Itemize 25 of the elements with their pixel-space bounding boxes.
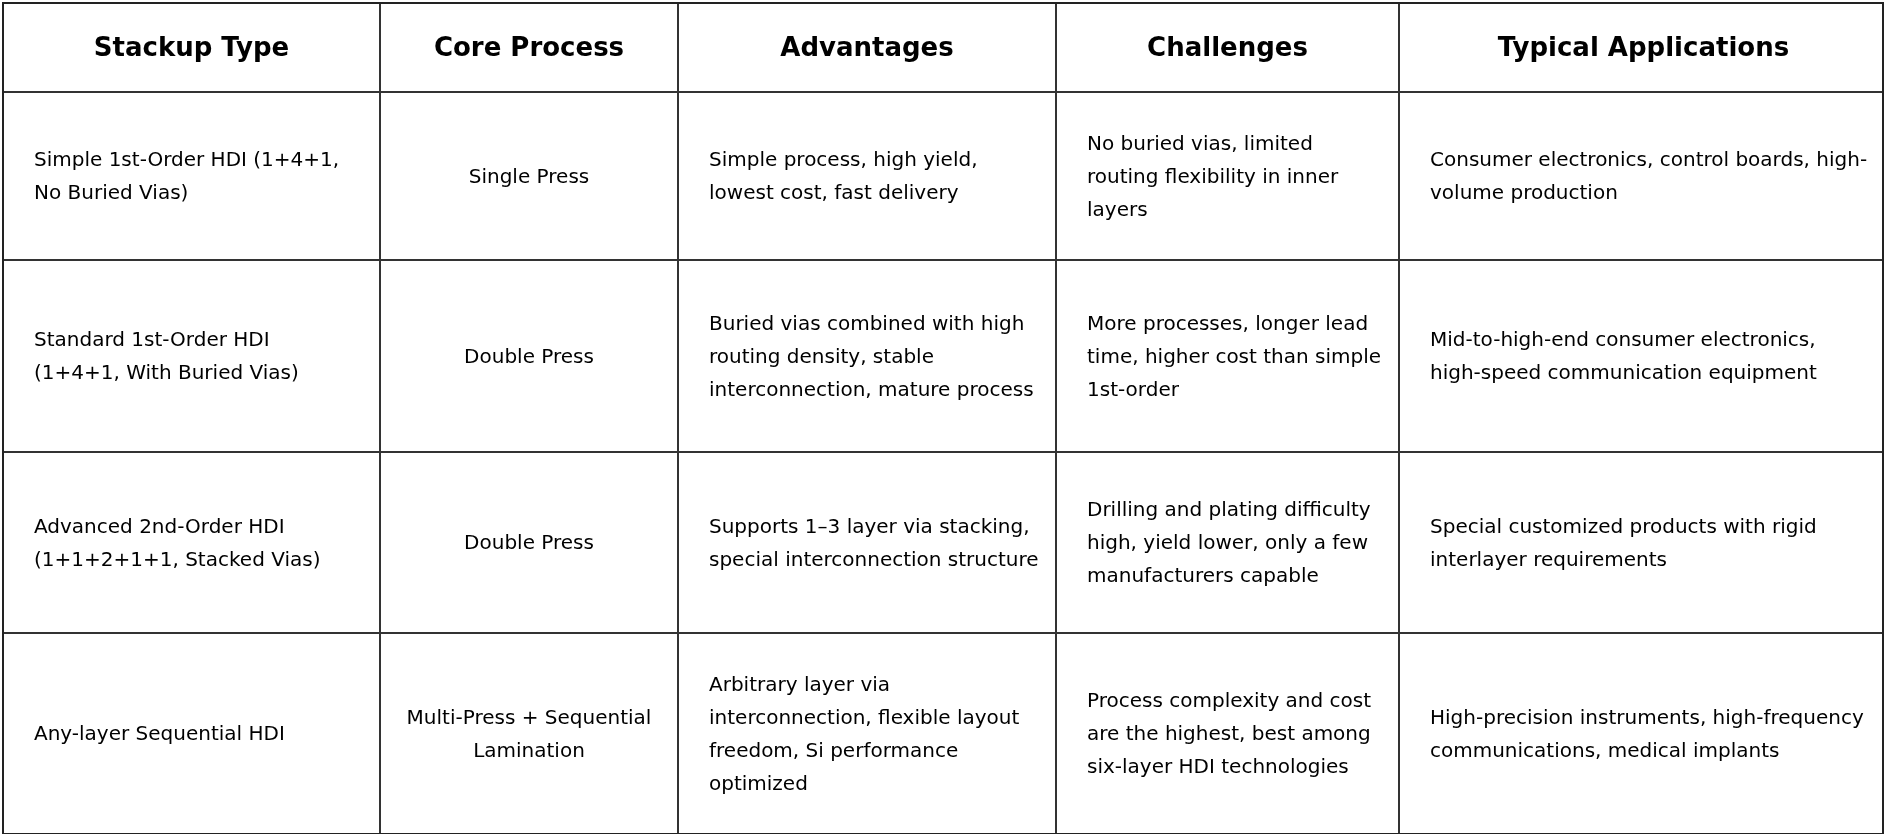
table-entry: Drilling and plating difficulty high, yield lower, only a few manufacturers capable bbox=[1087, 496, 1372, 589]
table-entry: Any-layer Sequential HDI bbox=[34, 720, 285, 747]
column-header: Stackup Type bbox=[93, 31, 290, 64]
column-header: Advantages bbox=[780, 31, 954, 64]
table-entry: Process complexity and cost are the highest, best among six-layer HDI technologies bbox=[1087, 687, 1373, 780]
table-entry: Special customized products with rigid interlayer requirements bbox=[1430, 512, 1818, 573]
table-entry: More processes, longer lead time, higher cost than simple 1st-order bbox=[1087, 309, 1383, 403]
table-entry: Supports 1–3 layer via stacking, special interconnection structure bbox=[709, 512, 1039, 573]
column-header: Core Process bbox=[433, 31, 625, 64]
table-entry: No buried vias, limited routing flexibility in inner layers bbox=[1087, 129, 1340, 223]
table-entry: Simple 1st-Order HDI (1+4+1, No Buried Vias) bbox=[34, 146, 341, 206]
table-entry: Advanced 2nd-Order HDI (1+1+2+1+1, Stacked Vias) bbox=[34, 512, 322, 573]
table-entry: Multi-Press + Sequential Lamination bbox=[405, 703, 653, 764]
table-entry: Double Press bbox=[464, 342, 594, 370]
table-entry: Mid-to-high-end consumer electronics, high-speed communication equipment bbox=[1430, 326, 1818, 386]
column-header: Challenges bbox=[1147, 31, 1308, 64]
table-entry: Standard 1st-Order HDI (1+4+1, With Buried Vias) bbox=[34, 326, 300, 386]
table-entry: Arbitrary layer via interconnection, flexible layout freedom, Si performance optimized bbox=[709, 670, 1021, 797]
table-entry: Buried vias combined with high routing density, stable interconnection, mature process bbox=[709, 309, 1035, 403]
table-entry: High-precision instruments, high-frequency communications, medical implants bbox=[1430, 703, 1865, 764]
column-header: Typical Applications bbox=[1497, 31, 1790, 64]
table-entry: Single Press bbox=[468, 162, 590, 190]
table-entry: Double Press bbox=[464, 529, 594, 556]
table-entry: Consumer electronics, control boards, high-volume production bbox=[1430, 146, 1869, 206]
table-entry: Simple process, high yield, lowest cost, fast delivery bbox=[709, 146, 979, 206]
